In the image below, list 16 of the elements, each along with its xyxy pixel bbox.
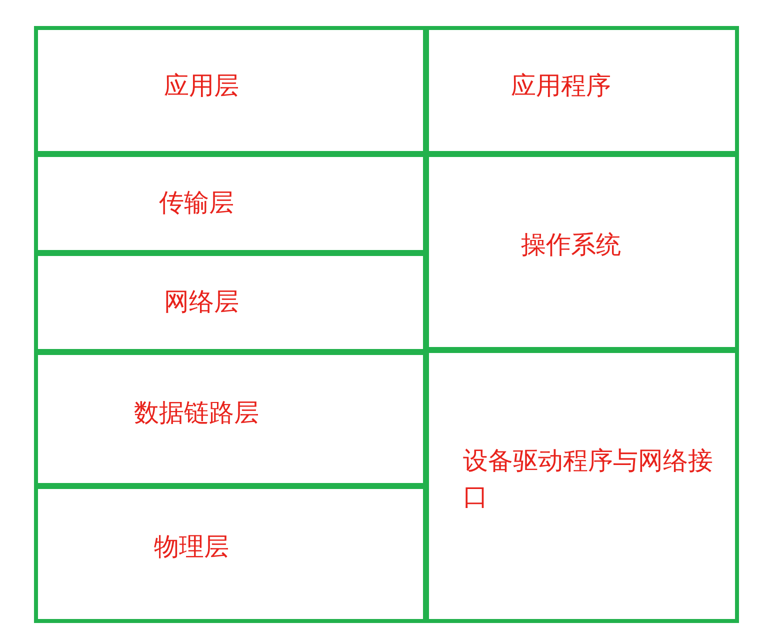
layer-name: 数据链路层 <box>134 399 259 429</box>
grid-cell <box>34 151 429 256</box>
grid-cell <box>34 250 429 355</box>
layer-name: 传输层 <box>159 188 234 218</box>
grid-cell <box>423 347 739 623</box>
grid-cell <box>34 349 429 489</box>
grid-cell <box>34 26 429 157</box>
layer-name: 网络层 <box>164 288 239 318</box>
grid-cell <box>34 483 429 623</box>
layer-name: 应用层 <box>164 72 239 102</box>
grid-cell <box>423 26 739 157</box>
grid-cell <box>423 151 739 353</box>
layer-name: 应用程序 <box>511 72 611 102</box>
layer-name: 设备驱动程序与网络接口 <box>463 446 714 513</box>
layer-name: 操作系统 <box>521 231 621 261</box>
layer-name: 物理层 <box>154 533 229 563</box>
